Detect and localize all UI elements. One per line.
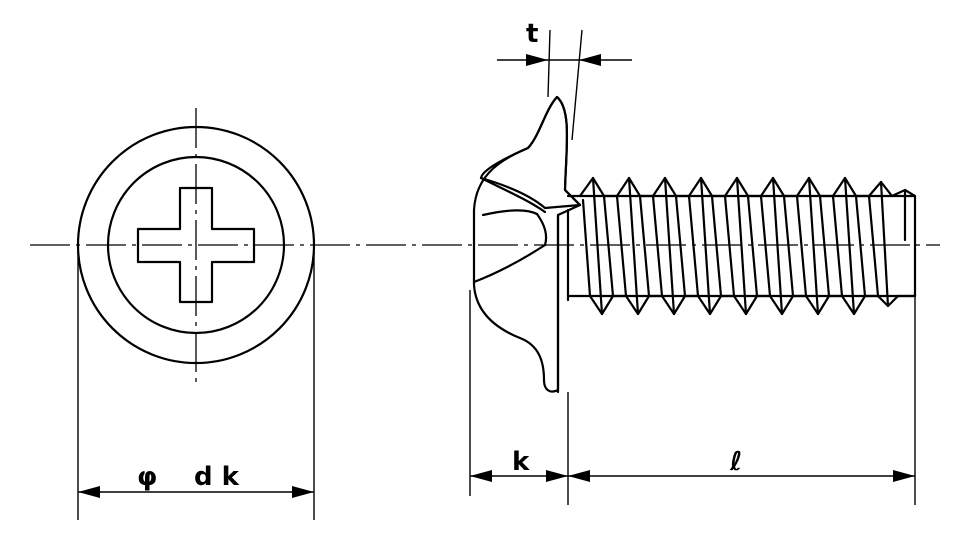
head-diameter-dimension: φ d k <box>77 252 315 520</box>
head-diameter-label: d k <box>194 462 240 492</box>
screw-side-view <box>472 95 917 394</box>
head-height-label: k <box>512 447 530 477</box>
recess-tip <box>535 212 548 247</box>
head-section-hatch <box>479 95 582 210</box>
head-outline <box>472 95 582 393</box>
recess-curve-upper <box>479 176 547 214</box>
phillips-recess <box>136 186 256 304</box>
thickness-label: t <box>526 19 538 49</box>
length-dimension: ℓ <box>568 296 916 505</box>
head-diameter-symbol: φ <box>137 462 157 492</box>
thickness-dimension: t <box>497 19 632 141</box>
inner-head-circle <box>106 155 286 335</box>
length-label: ℓ <box>729 447 742 477</box>
head-height-dimension: k <box>469 290 569 505</box>
outer-head-circle <box>76 125 316 365</box>
recess-curve-lower <box>472 243 547 284</box>
screw-tip <box>890 188 917 298</box>
head-top-view <box>76 108 316 385</box>
thread-flanks <box>581 176 890 316</box>
recess-curve-mid <box>481 209 539 217</box>
